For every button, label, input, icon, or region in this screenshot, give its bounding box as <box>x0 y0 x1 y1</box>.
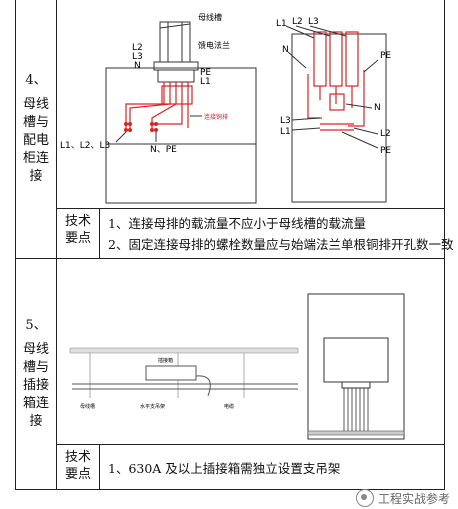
row-4-label: 技术 要点 <box>57 213 99 247</box>
phase-PE-label: PE <box>200 68 211 78</box>
row-4-note-1: 1、连接母排的载流量不应小于母线槽的载流量 <box>108 216 366 231</box>
row-4-index-cell: 4、 母线 槽与 配电 柜连 接 <box>16 0 56 258</box>
side-L3-label: L3 <box>280 116 291 126</box>
side-PE2-label: PE <box>380 146 391 156</box>
side-L2-label: L2 <box>380 129 391 139</box>
copper-bar-label: 连接铜排 <box>204 113 228 121</box>
row-5-label: 技术 要点 <box>57 449 99 483</box>
bottom-right-phases-label: N、PE <box>150 145 177 155</box>
busway-label: 母线槽 <box>198 12 222 22</box>
phase-N-label: N <box>134 61 141 71</box>
figure-busway-cabinet-side: L1 L2 L3 N PE L3 L1 N L2 PE <box>276 17 391 203</box>
row-4-title-4: 柜连 <box>22 151 49 166</box>
bottom-left-phases-label: L1、L2、L3 <box>60 141 110 151</box>
side-L2-top-label: L2 <box>292 17 303 27</box>
row-4-title-1: 母线 <box>22 97 49 112</box>
phase-L1-label: L1 <box>200 77 211 87</box>
row-4-title-3: 配电 <box>22 133 49 148</box>
side-N2-label: N <box>374 103 381 113</box>
row-4-label-line-2: 要点 <box>64 231 91 246</box>
side-L1-label: L1 <box>280 127 291 137</box>
row-5-title-2: 槽与 <box>22 359 49 375</box>
plugin-box-label: 插接箱 <box>158 357 173 364</box>
wechat-icon <box>355 489 374 507</box>
row-4-label-line-1: 技术 <box>64 214 91 229</box>
row-5-title-1: 母线 <box>22 341 49 357</box>
cable-label: 电缆 <box>224 403 234 410</box>
figure-plugin-box-side <box>307 293 405 440</box>
phase-L2-label: L2 <box>132 43 143 53</box>
side-N-label: N <box>282 45 289 55</box>
watermark-text: 工程实战参考 <box>377 491 450 506</box>
row-4-index: 4、 <box>25 73 47 88</box>
side-L1-top-label: L1 <box>276 19 287 29</box>
watermark: 工程实战参考 <box>355 489 450 507</box>
figure-busway-cabinet-front: 母线槽 馈电法兰 L2 L3 N L1 PE 连接铜排 L1、L2、L3 N、P… <box>60 12 257 204</box>
phase-L3-label: L3 <box>132 52 143 62</box>
row-5-title-4: 箱连 <box>22 395 49 411</box>
row-5-label-line-1: 技术 <box>64 450 91 465</box>
busway-label-2: 母线槽 <box>80 403 95 410</box>
row-4-title-2: 槽与 <box>22 115 49 130</box>
row-4-title-5: 接 <box>29 169 43 184</box>
row-5-index-cell: 5、 母线 槽与 插接 箱连 接 <box>16 258 56 489</box>
support-label: 水平支吊架 <box>140 403 165 410</box>
side-L3-top-label: L3 <box>308 17 319 27</box>
figure-plugin-box: 插接箱 母线槽 水平支吊架 电缆 <box>69 347 299 410</box>
row-5-title-5: 接 <box>29 413 43 429</box>
row-5-index: 5、 <box>25 317 47 333</box>
spec-table: 4、 母线 槽与 配电 柜连 接 技术 要点 1、连接母排的载流量不应小于母线槽… <box>15 0 453 490</box>
side-PE-label: PE <box>380 51 391 61</box>
row-5-label-line-2: 要点 <box>64 467 91 482</box>
flange-label: 馈电法兰 <box>198 40 230 50</box>
row-4-note-2: 2、固定连接母排的螺栓数量应与始端法兰单根铜排开孔数一致 <box>108 237 454 252</box>
row-5-title-3: 插接 <box>22 377 49 393</box>
row-5-note-1: 1、630A 及以上插接箱需独立设置支吊架 <box>108 461 341 476</box>
